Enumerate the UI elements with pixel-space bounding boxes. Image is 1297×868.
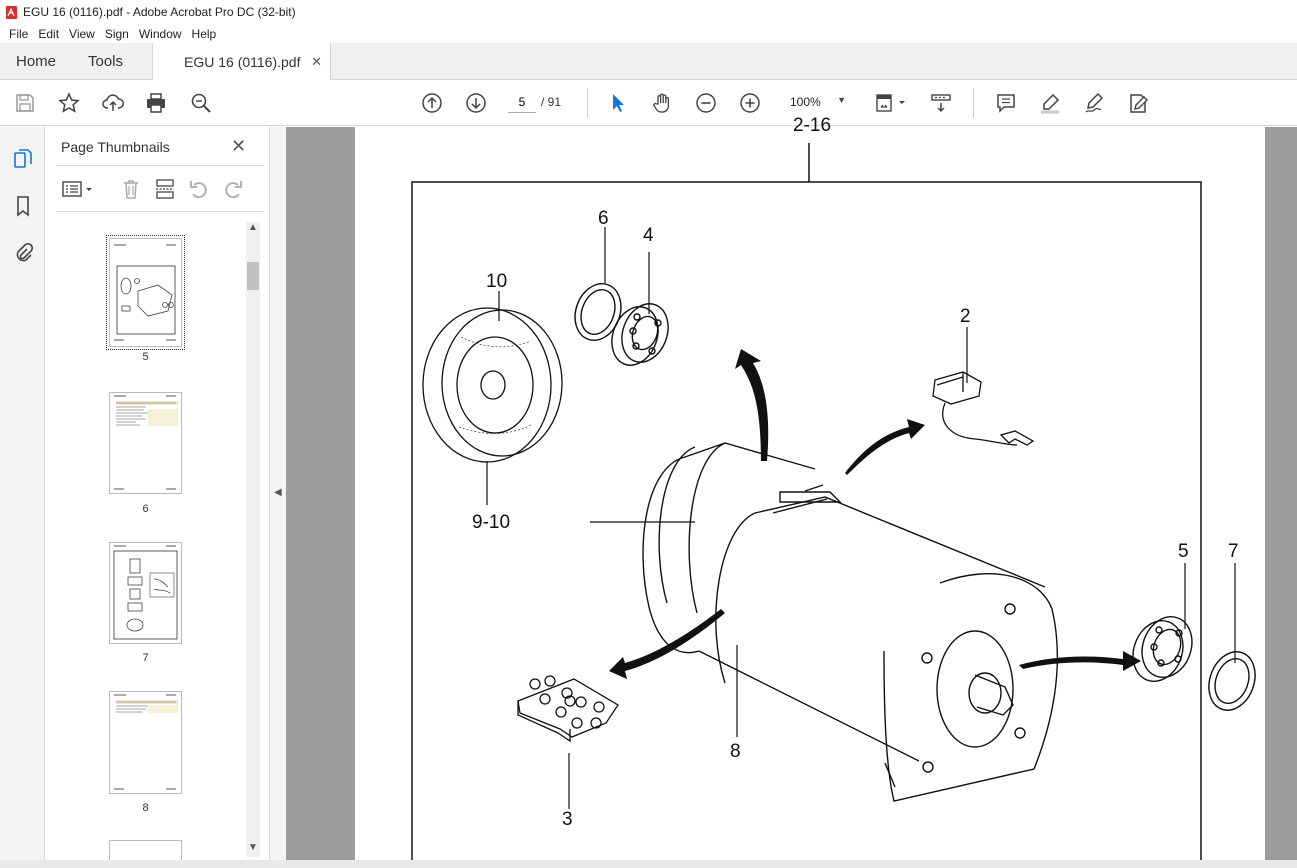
callout-8: 8 xyxy=(730,741,741,762)
assembly-arrows xyxy=(609,349,1141,679)
panel-divider xyxy=(56,211,264,212)
tab-tools[interactable]: Tools xyxy=(88,53,124,70)
select-cursor-icon[interactable] xyxy=(606,91,630,115)
attachments-paperclip-icon[interactable] xyxy=(11,240,35,264)
edit-pdf-icon[interactable] xyxy=(1126,91,1150,115)
callout-4: 4 xyxy=(643,225,654,246)
menu-help[interactable]: Help xyxy=(191,26,217,41)
thumbnail-label-6: 6 xyxy=(142,503,149,515)
callout-7: 7 xyxy=(1228,541,1239,562)
motor-body-part xyxy=(642,442,1058,802)
menu-edit[interactable]: Edit xyxy=(38,26,60,41)
hand-tool-icon[interactable] xyxy=(650,91,674,115)
leader-lines xyxy=(486,227,1236,809)
previous-page-icon[interactable] xyxy=(420,91,444,115)
comment-icon[interactable] xyxy=(994,91,1018,115)
callout-3: 3 xyxy=(562,809,573,830)
scroll-up-icon[interactable]: ▲ xyxy=(248,222,258,233)
menu-window[interactable]: Window xyxy=(138,26,182,41)
draw-signature-icon[interactable] xyxy=(1082,91,1106,115)
chevron-down-icon: ▼ xyxy=(837,95,846,105)
menu-sign[interactable]: Sign xyxy=(104,26,129,41)
bearing-part xyxy=(1132,616,1193,682)
close-tab-icon[interactable]: ✕ xyxy=(311,54,322,69)
callout-10: 10 xyxy=(486,271,507,292)
toolbar xyxy=(0,80,1297,126)
exploded-motor-diagram: 2-16 xyxy=(411,115,1256,868)
document-view[interactable]: 2-16 xyxy=(286,115,1297,868)
next-page-icon[interactable] xyxy=(464,91,488,115)
menu-bar: File Edit View Sign Window Help xyxy=(0,24,1297,43)
zoom-in-icon[interactable] xyxy=(738,91,762,115)
bearing-part xyxy=(611,303,669,366)
callout-5: 5 xyxy=(1178,541,1189,562)
panel-splitter[interactable]: ◀ xyxy=(269,127,286,860)
tab-document[interactable]: EGU 16 (0116).pdf ✕ xyxy=(152,43,331,81)
zoom-value: 100% xyxy=(790,95,821,109)
toolbar-divider xyxy=(587,88,588,118)
print-icon[interactable] xyxy=(144,91,168,115)
thumbnail-options-icon[interactable] xyxy=(60,177,96,201)
scroll-mode-icon[interactable] xyxy=(929,91,953,115)
page-total: / 91 xyxy=(541,95,562,109)
thumbnail-label-8: 8 xyxy=(142,802,149,814)
scroll-down-icon[interactable]: ▼ xyxy=(248,842,258,853)
page-number-input[interactable] xyxy=(508,91,536,113)
rotate-clockwise-icon[interactable] xyxy=(221,177,245,201)
pdf-page: 2-16 xyxy=(355,115,1265,868)
callout-6: 6 xyxy=(598,208,609,229)
window-title: EGU 16 (0116).pdf - Adobe Acrobat Pro DC… xyxy=(23,5,296,19)
delete-page-icon[interactable] xyxy=(119,177,143,201)
acrobat-icon xyxy=(6,5,17,19)
thumbnails-scrollbar[interactable]: ▲ ▼ xyxy=(246,222,260,857)
page-thumbnail-7[interactable] xyxy=(109,542,182,644)
page-thumbnail-5[interactable] xyxy=(106,235,185,350)
upload-icon[interactable] xyxy=(101,91,125,115)
page-thumbnails-panel: Page Thumbnails ✕ 5 xyxy=(46,127,269,860)
bookmark-star-icon[interactable] xyxy=(57,91,81,115)
thumbnail-label-5: 5 xyxy=(142,351,149,363)
seal-ring-part xyxy=(1208,651,1256,711)
tab-home[interactable]: Home xyxy=(16,53,57,70)
thumbnail-label-7: 7 xyxy=(142,652,149,664)
callout-2: 2 xyxy=(960,306,971,327)
terminal-block-part xyxy=(517,675,619,743)
close-panel-icon[interactable]: ✕ xyxy=(231,136,247,156)
scrollbar-thumb[interactable] xyxy=(247,262,259,290)
bookmarks-icon[interactable] xyxy=(11,194,35,218)
collapse-panel-icon[interactable]: ◀ xyxy=(274,487,282,498)
menu-view[interactable]: View xyxy=(69,26,95,41)
page-thumbnail-8[interactable] xyxy=(109,691,182,794)
zoom-out-icon[interactable] xyxy=(694,91,718,115)
page-thumbnails-icon[interactable] xyxy=(11,147,35,171)
page-thumbnail-6[interactable] xyxy=(109,392,182,494)
sensor-part xyxy=(932,371,1035,446)
navigation-rail xyxy=(0,127,45,860)
save-icon[interactable] xyxy=(13,91,37,115)
zoom-level-select[interactable]: 100% ▼ xyxy=(782,91,854,113)
panel-divider xyxy=(56,165,264,166)
seal-ring-part xyxy=(574,283,622,341)
document-scrollbar[interactable] xyxy=(1265,127,1297,860)
zoom-search-icon[interactable] xyxy=(189,91,213,115)
fit-page-icon[interactable] xyxy=(874,91,910,115)
tab-bar: Home Tools EGU 16 (0116).pdf ✕ xyxy=(0,43,1297,81)
toolbar-divider xyxy=(973,88,974,118)
insert-page-icon[interactable] xyxy=(153,177,177,201)
status-strip xyxy=(0,860,1297,868)
page-thumbnail-9[interactable] xyxy=(109,840,182,860)
document-tab-label: EGU 16 (0116).pdf xyxy=(184,54,301,70)
highlight-pen-icon[interactable] xyxy=(1038,91,1062,115)
callout-9-10: 9-10 xyxy=(472,512,510,533)
page-header-fragment: 2-16 xyxy=(793,115,831,136)
panel-title: Page Thumbnails xyxy=(61,139,170,155)
rotate-counterclockwise-icon[interactable] xyxy=(187,177,211,201)
title-bar: EGU 16 (0116).pdf - Adobe Acrobat Pro DC… xyxy=(0,0,1297,24)
pulley-part xyxy=(422,307,563,463)
menu-file[interactable]: File xyxy=(9,26,29,41)
